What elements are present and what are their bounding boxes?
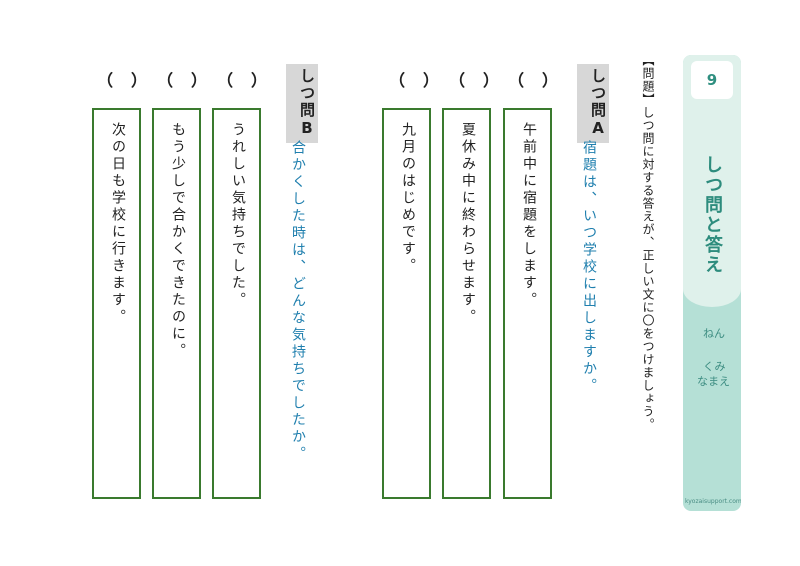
answer-box: 九月のはじめです。 — [382, 108, 431, 499]
section-a-header: しつ問A — [577, 64, 609, 143]
answer-text: 午前中に宿題をします。 — [521, 122, 537, 309]
name-label: なまえ — [697, 375, 730, 388]
answer-box: 夏休み中に終わらせます。 — [442, 108, 491, 499]
year-label: ねん — [703, 327, 725, 340]
answer-text: 九月のはじめです。 — [400, 122, 416, 275]
answer-paren[interactable]: （ ） — [217, 71, 269, 90]
answer-paren[interactable]: （ ） — [97, 71, 149, 90]
answer-box: 次の日も学校に行きます。 — [92, 108, 141, 499]
answer-text: 次の日も学校に行きます。 — [110, 122, 126, 326]
title-sidebar: 9 しつ問と答え ねん くみ なまえ kyozaisupport.com — [683, 55, 741, 511]
answer-paren[interactable]: （ ） — [508, 71, 560, 90]
section-b-question: 合かくした時は、どんな気持ちでしたか。 — [290, 140, 306, 463]
answer-paren[interactable]: （ ） — [389, 71, 441, 90]
answer-box: 午前中に宿題をします。 — [503, 108, 552, 499]
site-credit: kyozaisupport.com — [685, 498, 741, 505]
answer-box: うれしい気持ちでした。 — [212, 108, 261, 499]
class-label: くみ — [703, 360, 726, 373]
worksheet-title: しつ問と答え — [702, 155, 723, 275]
worksheet-number: 9 — [691, 61, 733, 99]
answer-paren[interactable]: （ ） — [449, 71, 501, 90]
section-b-header: しつ問B — [286, 64, 318, 143]
answer-text: 夏休み中に終わらせます。 — [460, 122, 476, 326]
section-a-question: 宿題は、いつ学校に出しますか。 — [581, 140, 597, 395]
answer-text: うれしい気持ちでした。 — [230, 122, 246, 309]
answer-paren[interactable]: （ ） — [157, 71, 209, 90]
instruction-text: 【問題】しつ問に対する答えが、正しい文に〇をつけましょう。 — [641, 54, 655, 431]
answer-text: もう少しで合かくできたのに。 — [170, 122, 186, 360]
answer-box: もう少しで合かくできたのに。 — [152, 108, 201, 499]
